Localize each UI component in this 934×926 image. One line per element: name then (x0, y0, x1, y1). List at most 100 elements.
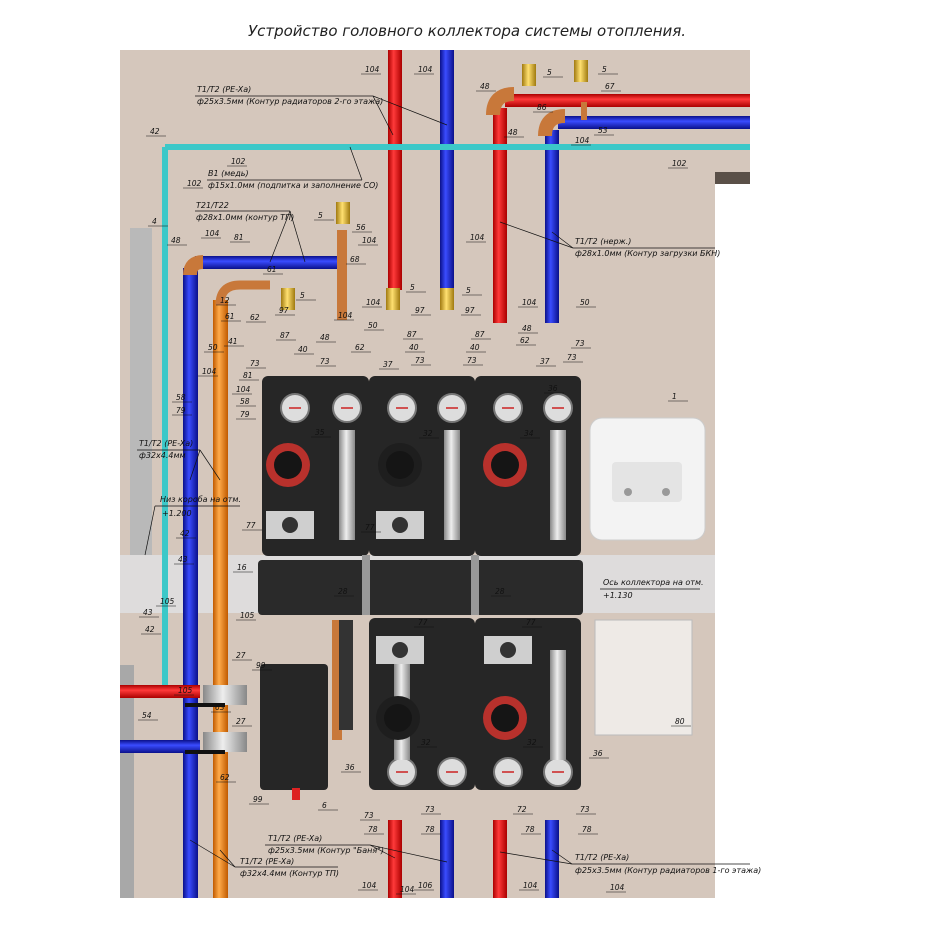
callout-number: 99 (253, 795, 263, 804)
callout-number: 105 (178, 686, 193, 695)
callout-number: 40 (298, 345, 308, 354)
outlet-supply-floor1 (493, 820, 507, 898)
bracket (362, 555, 370, 615)
ball-valve-icon (203, 685, 247, 705)
callout-number: 81 (243, 371, 253, 380)
pump-motor (386, 451, 414, 479)
callout-number: 63 (215, 703, 225, 712)
callout-number: 97 (465, 306, 475, 315)
wall-edge (715, 172, 750, 184)
callout-number: 104 (366, 298, 381, 307)
callout-number: 97 (279, 306, 289, 315)
callout-number: 73 (364, 811, 374, 820)
callout-number: 50 (580, 298, 590, 307)
callout-number: 104 (365, 65, 380, 74)
callout-number: 6 (322, 801, 327, 810)
callout-number: 34 (524, 429, 534, 438)
callout-number: 48 (480, 82, 490, 91)
drawing-title: Устройство головного коллектора системы … (247, 22, 687, 40)
callout-number: 102 (231, 157, 246, 166)
steel-pipe-section (550, 650, 566, 760)
callout-number: 35 (315, 428, 325, 437)
bracket (471, 555, 479, 615)
callout-number: 104 (610, 883, 625, 892)
return-pipe-floor2 (440, 50, 454, 290)
floor-heating-header (195, 256, 345, 269)
control-cabinet (594, 619, 693, 736)
callout-number: 32 (421, 738, 431, 747)
ball-valve-icon (203, 732, 247, 752)
callout-number: 48 (320, 333, 330, 342)
callout-number: 40 (409, 343, 419, 352)
callout-number: 73 (250, 359, 260, 368)
callout-number: 104 (522, 298, 537, 307)
callout-number: 104 (362, 881, 377, 890)
callout-number: 50 (368, 321, 378, 330)
air-vent-icon (574, 60, 588, 82)
elbow (486, 87, 515, 116)
callout-number: 68 (350, 255, 360, 264)
callout-number: 73 (467, 356, 477, 365)
callout-number: 104 (202, 367, 217, 376)
valve-handle-icon (282, 517, 298, 533)
annotation-line1: T1/T2 (PE-Xa) (240, 857, 294, 866)
callout-number: 73 (320, 357, 330, 366)
annotation-line2: ф25х3.5мм (Контур радиаторов 1-го этажа) (575, 866, 761, 875)
wall-column-lower (120, 665, 134, 898)
callout-number: 61 (225, 312, 235, 321)
boiler-knob-icon (662, 488, 670, 496)
callout-number: 58 (240, 397, 250, 406)
steel-pipe-section (444, 430, 460, 540)
callout-number: 79 (176, 406, 186, 415)
callout-number: 62 (355, 343, 365, 352)
callout-number: 106 (418, 881, 433, 890)
callout-number: 12 (220, 296, 230, 305)
supply-pipe-boiler (493, 108, 507, 323)
callout-number: 78 (368, 825, 378, 834)
copper-riser (337, 230, 347, 320)
callout-number: 42 (150, 127, 160, 136)
callout-number: 77 (526, 618, 536, 627)
callout-number: 36 (345, 763, 355, 772)
pump-motor (491, 451, 519, 479)
valve-handle-icon (392, 517, 408, 533)
callout-number: 27 (236, 717, 246, 726)
separator-connection (332, 620, 342, 740)
module-components (185, 393, 573, 787)
callout-number: 104 (400, 885, 415, 894)
annotation-line2: +1.130 (603, 591, 633, 600)
elbow (183, 255, 204, 276)
callout-number: 32 (527, 738, 537, 747)
annotations: T1/T2 (PE-Xa) ф25х3.5мм (Контур радиатор… (139, 85, 761, 878)
callout-number: 42 (145, 625, 155, 634)
callout-number: 36 (593, 749, 603, 758)
drain-valve-icon (292, 788, 300, 800)
callout-number: 104 (205, 229, 220, 238)
callout-number: 56 (356, 223, 366, 232)
callout-number: 53 (598, 126, 608, 135)
callout-number: 36 (548, 384, 558, 393)
pump-motor (384, 704, 412, 732)
steel-pipe-section (550, 430, 566, 540)
return-pipe-boiler (545, 130, 559, 323)
callout-number: 5 (466, 286, 471, 295)
callout-number: 77 (246, 521, 256, 530)
callout-number: 73 (415, 356, 425, 365)
valve-handle-icon (500, 642, 516, 658)
annotation-line2: ф25х3.5мм (Контур "Баня") (268, 846, 384, 855)
annotation-line2: ф32х4.4мм (139, 451, 186, 460)
callout-number: 48 (171, 236, 181, 245)
hydraulic-separator (260, 664, 328, 790)
callout-number: 41 (228, 337, 238, 346)
outlet-return-floor1 (545, 820, 559, 898)
callout-number: 99 (256, 661, 266, 670)
callout-number: 87 (475, 330, 485, 339)
ball-valve-handle-icon (185, 750, 225, 754)
makeup-pipe-vertical (162, 147, 168, 687)
outlet-return-banya (440, 820, 454, 898)
callout-number: 5 (318, 211, 323, 220)
callout-number: 104 (418, 65, 433, 74)
annotation-line1: T1/T2 (PE-Xa) (268, 834, 322, 843)
callout-number: 102 (672, 159, 687, 168)
